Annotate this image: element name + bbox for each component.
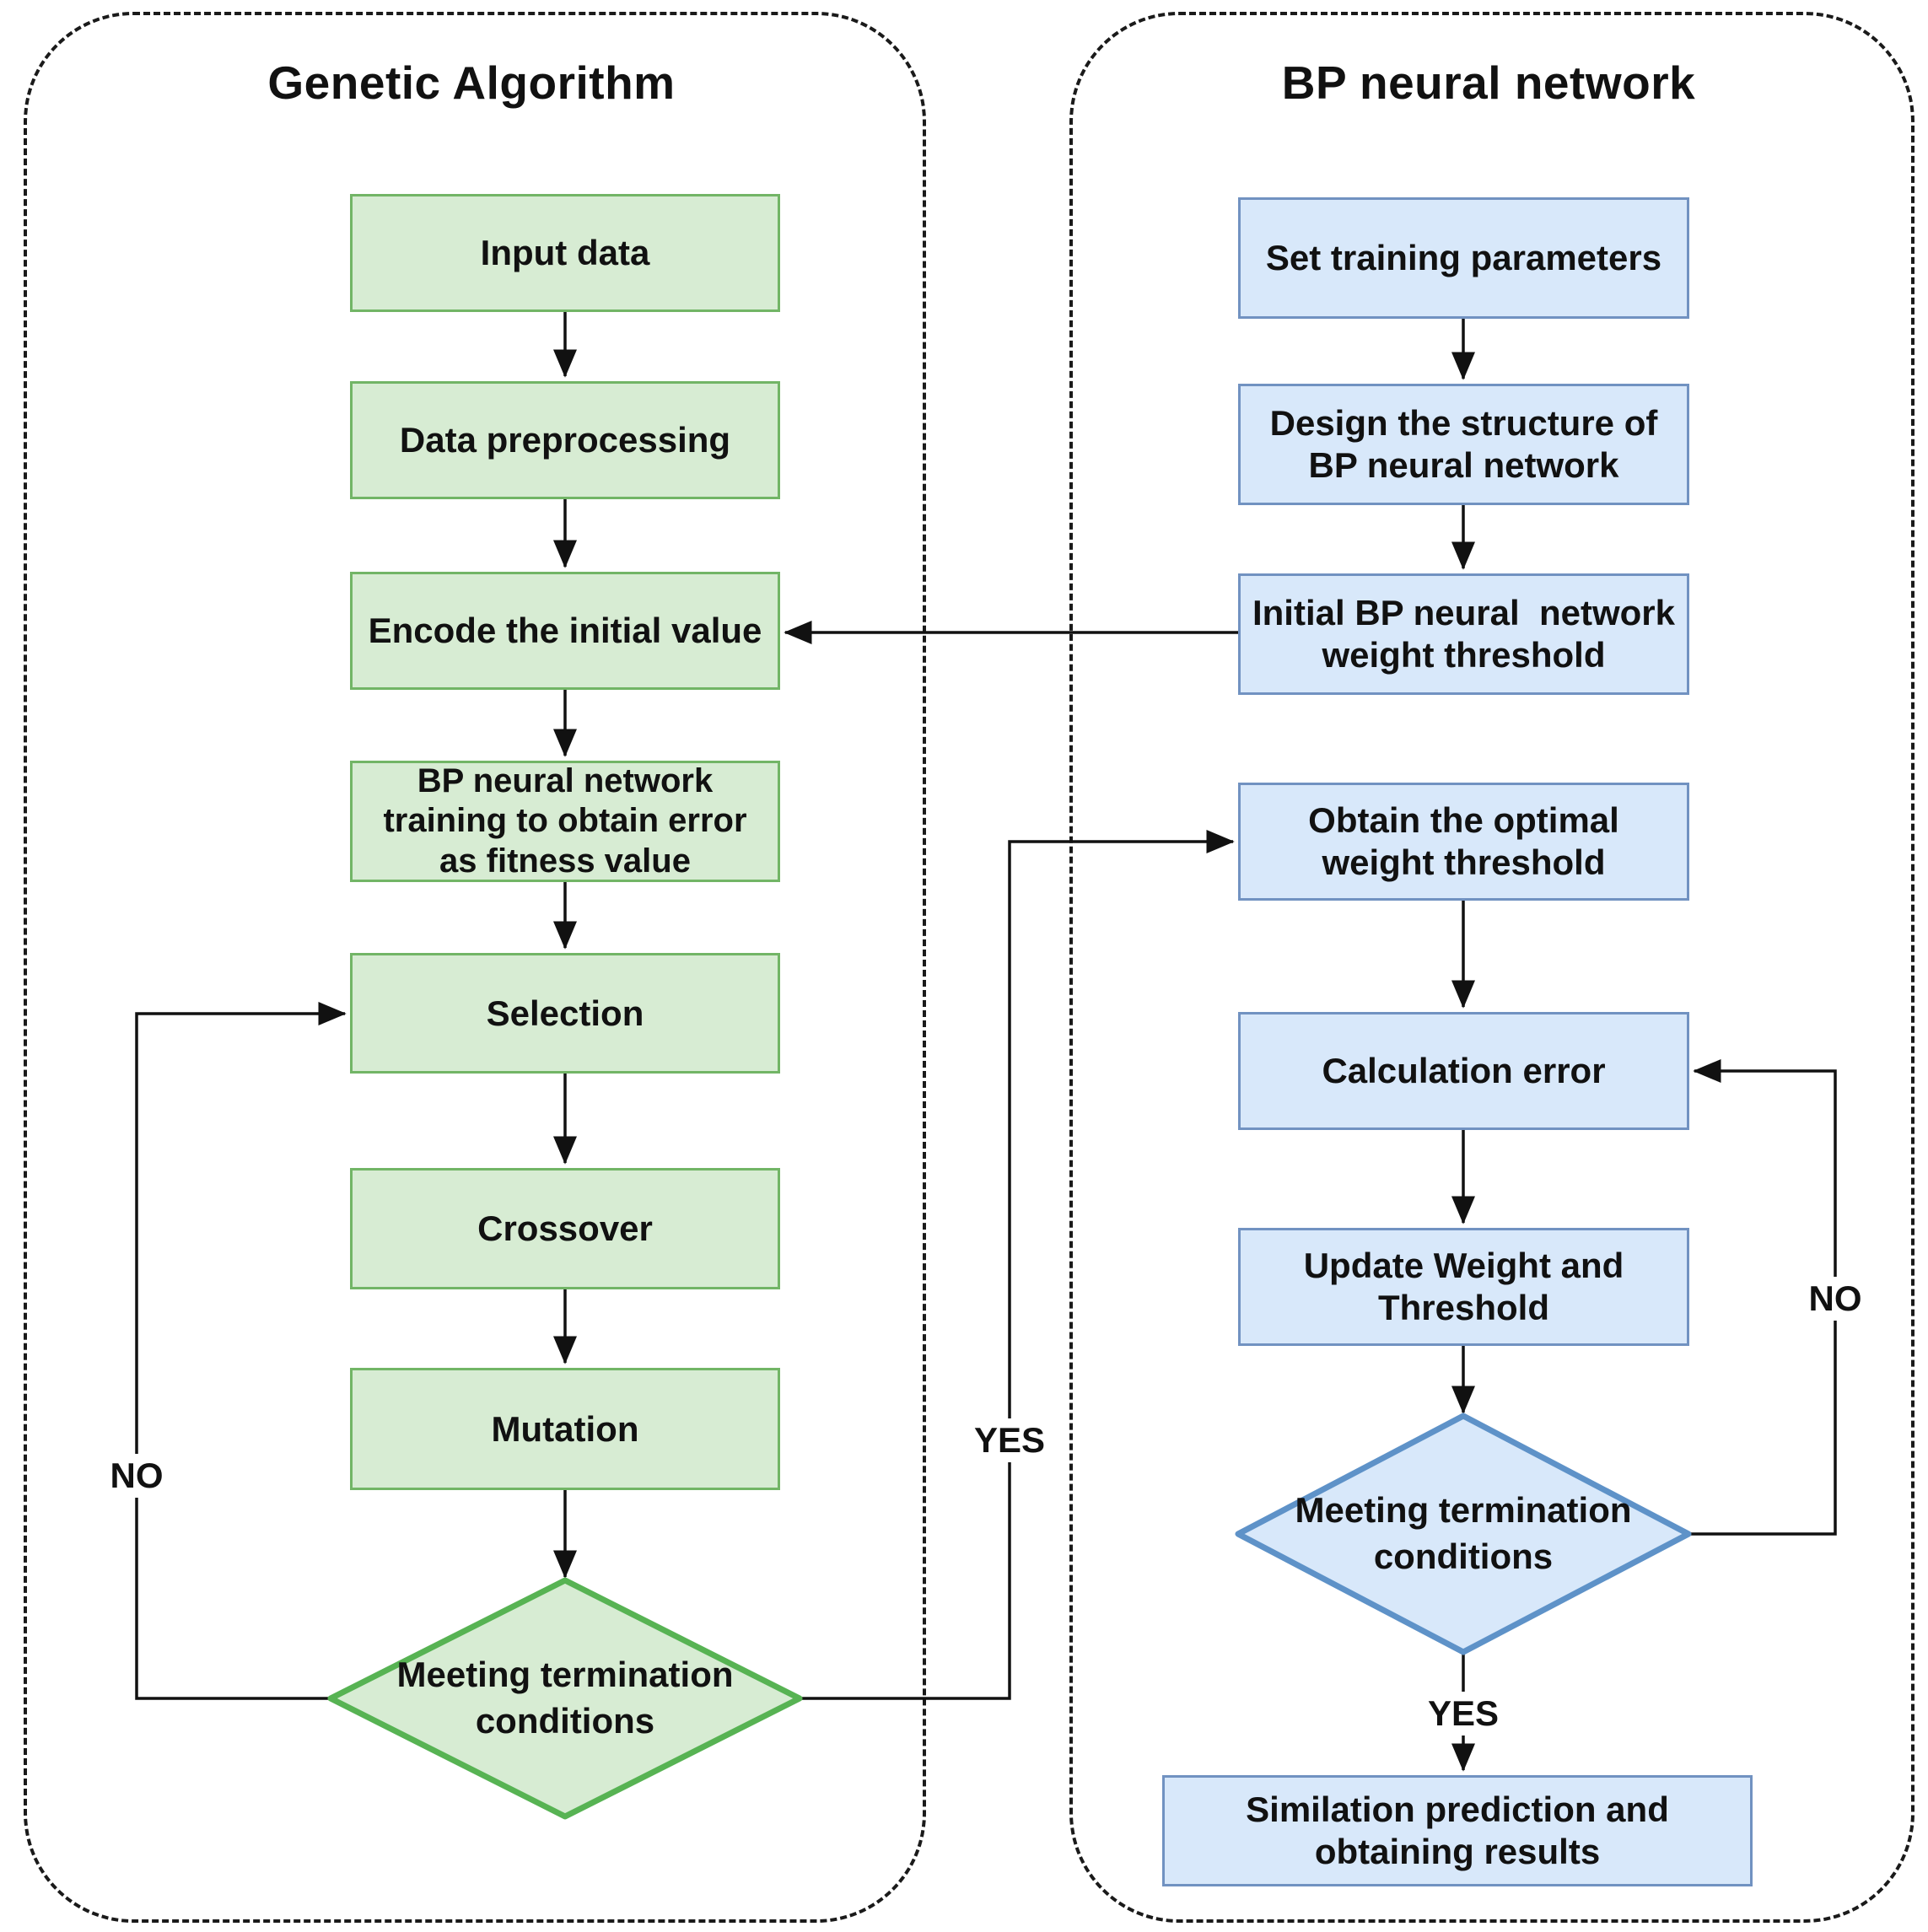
node-data-preprocessing: Data preprocessing xyxy=(350,381,780,499)
node-obtain-optimal-weights: Obtain the optimal weight threshold xyxy=(1238,783,1689,901)
bp-neural-network-title: BP neural network xyxy=(1281,57,1696,109)
bp-decision-label: Meeting termination conditions xyxy=(1295,1490,1632,1576)
node-input-data: Input data xyxy=(350,194,780,312)
node-update-weight-threshold: Update Weight and Threshold xyxy=(1238,1228,1689,1346)
ga-decision-label: Meeting termination conditions xyxy=(396,1655,734,1741)
ga-yes-label: YES xyxy=(965,1418,1054,1462)
node-design-structure: Design the structure of BP neural networ… xyxy=(1238,384,1689,505)
genetic-algorithm-panel xyxy=(24,12,926,1923)
node-selection: Selection xyxy=(350,953,780,1074)
bp-no-label: NO xyxy=(1800,1277,1871,1321)
genetic-algorithm-title: Genetic Algorithm xyxy=(267,57,676,109)
node-simulation-prediction-results: Similation prediction and obtaining resu… xyxy=(1162,1775,1753,1886)
bp-decision-diamond xyxy=(1235,1413,1692,1655)
node-mutation: Mutation xyxy=(350,1368,780,1490)
node-calculation-error: Calculation error xyxy=(1238,1012,1689,1130)
node-bp-training-fitness: BP neural network training to obtain err… xyxy=(350,761,780,882)
node-crossover: Crossover xyxy=(350,1168,780,1289)
bp-yes-label: YES xyxy=(1419,1692,1508,1736)
node-set-training-parameters: Set training parameters xyxy=(1238,197,1689,319)
node-initial-weight-threshold: Initial BP neural network weight thresho… xyxy=(1238,573,1689,695)
node-encode-initial-value: Encode the initial value xyxy=(350,572,780,690)
cross-panel-connectors xyxy=(135,621,1837,1700)
bp-neural-network-panel xyxy=(1069,12,1915,1923)
ga-no-label: NO xyxy=(101,1454,172,1498)
ga-decision-diamond xyxy=(327,1577,803,1820)
